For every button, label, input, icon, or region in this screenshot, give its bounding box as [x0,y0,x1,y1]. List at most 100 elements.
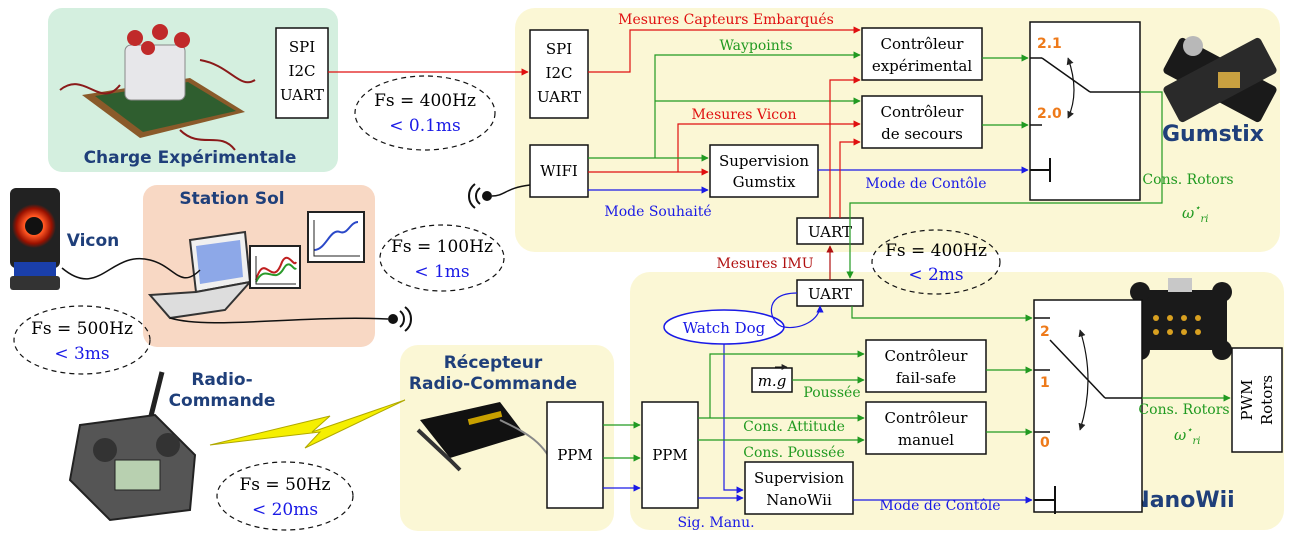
imu-up-line [829,76,861,218]
manual-signal-label: Sig. Manu. [677,515,754,531]
ground-station-title: Station Sol [179,189,284,209]
switch-position-label: 1 [1040,375,1050,391]
svg-text:< 20ms: < 20ms [252,500,318,520]
gumstix-bus-block: SPI I2C UART [529,29,589,119]
radio-link-bolt [209,399,406,449]
wifi-block: WIFI [529,144,589,198]
payload-bus-block: SPI I2C UART [275,27,329,119]
wanted-mode-label: Mode Souhaité [604,204,711,220]
svg-text:< 2ms: < 2ms [908,265,963,285]
radio-title-line1: Radio- [191,370,252,390]
mg-block: m.g [751,364,793,393]
rotor-cmd-gumstix-label: Cons. Rotors [1142,172,1233,188]
svg-text:SPI: SPI [546,40,572,58]
svg-text:Contrôleur: Contrôleur [885,409,969,427]
wifi-antenna-cable [491,184,531,197]
svg-text:UART: UART [280,86,324,104]
omega-label: ω⋆ri [1174,425,1200,447]
svg-text:NanoWii: NanoWii [766,491,832,509]
attitude-cmd-label: Cons. Attitude [743,419,845,435]
omega-label: ω⋆ri [1182,203,1208,225]
svg-text:I2C: I2C [289,62,316,80]
svg-text:Fs = 400Hz: Fs = 400Hz [885,241,987,261]
svg-text:UART: UART [808,223,852,241]
waypoints-label: Waypoints [719,38,792,54]
svg-text:PWM: PWM [1238,380,1256,421]
attitude-cmd-branch [709,350,865,418]
laptop-antenna-cable [169,317,389,324]
supervision-nanowii-block: Supervision NanoWii [744,461,854,515]
payload-title: Charge Expérimentale [84,148,297,168]
radio-title-line2: Commande [169,391,276,411]
imu-label: Mesures IMU [716,256,813,272]
rate-ellipse: Fs = 50Hz < 20ms [216,461,354,531]
uart-to-switch-line [851,306,1033,322]
gumstix-title: Gumstix [1162,122,1264,147]
svg-text:< 1ms: < 1ms [414,262,469,282]
controller-manual-block: Contrôleur manuel [865,401,987,455]
ppm-nanowii-block: PPM [641,401,699,509]
svg-text:Rotors: Rotors [1258,375,1276,425]
svg-text:UART: UART [808,285,852,303]
gumstix-boards-picture [1163,36,1277,123]
svg-text:Contrôleur: Contrôleur [881,35,965,53]
supervision-gumstix-block: Supervision Gumstix [709,144,819,198]
antenna-icon [388,306,412,332]
svg-text:de secours: de secours [881,125,963,143]
svg-text:PPM: PPM [652,446,688,464]
payload-board-picture [59,24,256,151]
svg-text:fail-safe: fail-safe [896,369,956,387]
svg-text:PPM: PPM [557,446,593,464]
rotor-cmd-nanowii-label: Cons. Rotors [1138,402,1229,418]
svg-text:Gumstix: Gumstix [733,173,796,191]
switch-position-label: 2.0 [1037,106,1062,122]
vicon-title: Vicon [67,231,120,251]
svg-text:Supervision: Supervision [754,469,844,487]
svg-text:Fs = 100Hz: Fs = 100Hz [391,237,493,257]
svg-text:< 3ms: < 3ms [54,344,109,364]
waypoints-line [654,51,861,158]
imu-up-line [839,138,861,218]
rate-ellipse: Fs = 500Hz < 3ms [13,305,151,375]
switch-position-label: 2 [1040,324,1050,340]
switch-position-label: 2.1 [1037,36,1062,52]
svg-text:WIFI: WIFI [540,162,578,180]
svg-text:manuel: manuel [898,431,954,449]
vicon-camera-picture [10,188,60,290]
control-mode-gumstix-label: Mode de Contôle [865,176,986,192]
svg-text:expérimental: expérimental [872,57,973,75]
thrust-label: Poussée [803,385,860,401]
svg-text:m.g: m.g [758,372,787,390]
uart-nanowii-block: UART [796,279,864,307]
antenna-icon [468,183,492,209]
vicon-cable [61,257,201,280]
plot-thumbnail-1 [249,245,301,289]
vicon-measures-line [677,120,861,172]
receiver-title-line2: Radio-Commande [409,374,577,394]
svg-text:Watch Dog: Watch Dog [683,319,766,337]
vicon-measures-label: Mesures Vicon [691,107,796,123]
svg-text:Fs = 500Hz: Fs = 500Hz [31,319,133,339]
controller-backup-block: Contrôleur de secours [861,95,983,149]
svg-text:< 0.1ms: < 0.1ms [389,116,461,136]
plot-thumbnail-2 [307,211,365,263]
watchdog-loop [770,292,824,329]
pwm-rotors-block: PWM Rotors [1231,347,1283,453]
laptop-picture [147,230,253,320]
svg-text:SPI: SPI [289,38,315,56]
rate-ellipse: Fs = 400Hz < 0.1ms [354,75,496,151]
svg-text:Fs = 50Hz: Fs = 50Hz [240,475,331,495]
svg-text:Supervision: Supervision [719,152,809,170]
controller-failsafe-block: Contrôleur fail-safe [865,339,987,393]
controller-experimental-block: Contrôleur expérimental [861,27,983,81]
ppm-receiver-block: PPM [546,401,604,509]
nanowii-board-picture [1130,278,1232,360]
watchdog-down-line [723,344,744,494]
rotor-cmd-gumstix-line [846,91,1163,279]
nanowii-switch-internals [1034,317,1142,514]
nanowii-switch-block [1033,299,1143,513]
embedded-sensors-label: Mesures Capteurs Embarqués [618,12,834,28]
svg-text:Fs = 400Hz: Fs = 400Hz [374,91,476,111]
gumstix-switch-internals [1030,57,1140,182]
